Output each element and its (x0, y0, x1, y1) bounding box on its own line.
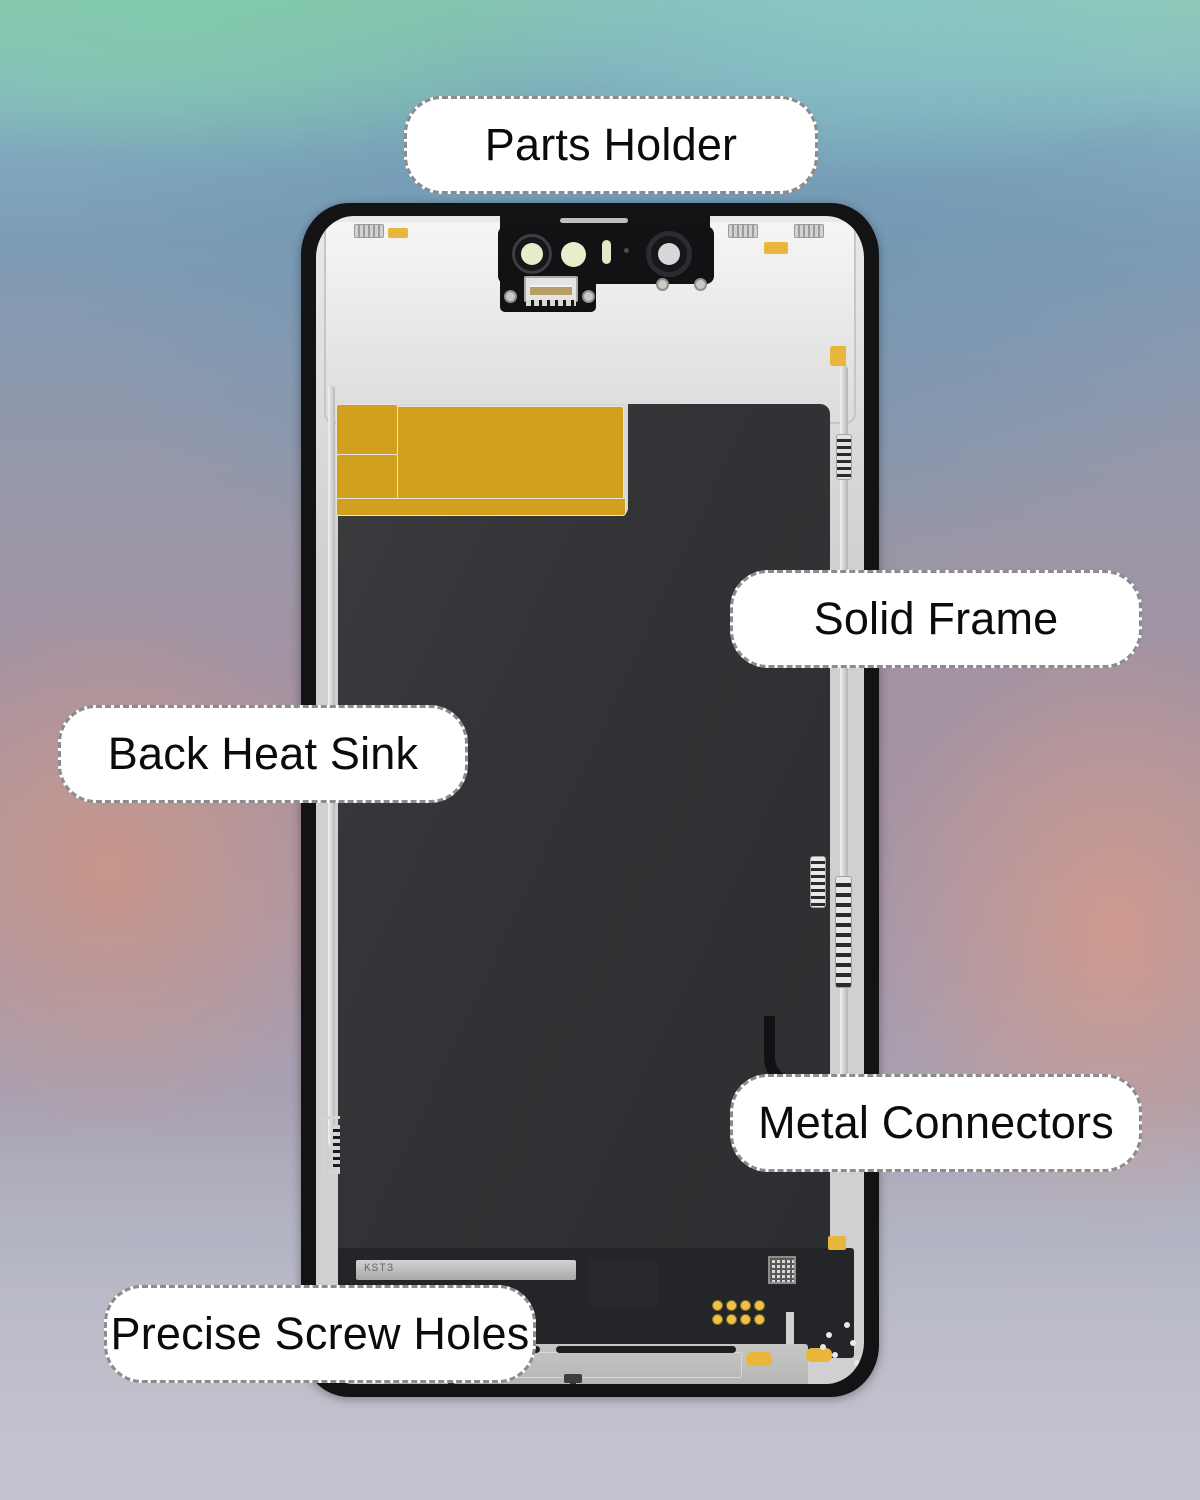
back-heat-sink-panel (338, 404, 830, 1334)
screw-hole-sensor-4 (694, 278, 707, 291)
sensor-flex-connector (524, 276, 578, 302)
front-camera-lens-icon (658, 243, 680, 265)
bottom-silver-bar: KST3 (356, 1260, 576, 1280)
kapton-dot-top-right (764, 242, 788, 254)
screw-hole-sensor-3 (656, 278, 669, 291)
kapton-tape-small-upper (336, 404, 398, 456)
kapton-tape-large (394, 406, 624, 504)
flood-illuminator-icon (561, 242, 586, 267)
annotation-label-precise-screw-holes-text: Precise Screw Holes (110, 1308, 530, 1359)
right-rail-perforation-lower (835, 876, 852, 988)
annotation-label-solid-frame[interactable]: Solid Frame (730, 570, 1142, 668)
kapton-dot-shelf-left (746, 1352, 772, 1366)
display-flex-connector-small (810, 856, 826, 908)
screw-hole-sensor-2 (582, 290, 595, 303)
right-metal-rail (840, 366, 848, 1166)
kapton-dot-right-edge (830, 346, 846, 366)
top-metal-tab-right (794, 224, 824, 238)
left-metal-clip-bracket (322, 1116, 340, 1174)
screw-hole-sensor-1 (504, 290, 517, 303)
right-rail-perforation-upper (836, 434, 852, 480)
earpiece-speaker-slot-icon (560, 218, 628, 223)
annotation-label-metal-connectors-text: Metal Connectors (758, 1097, 1114, 1148)
precise-screw-hole-right (564, 1374, 582, 1384)
bottom-shelf-slot-right (556, 1346, 736, 1353)
gold-contact-pads-right (712, 1300, 765, 1325)
kapton-dot-shelf-right (806, 1348, 832, 1362)
annotation-label-precise-screw-holes[interactable]: Precise Screw Holes (104, 1285, 536, 1383)
bottom-chip-block (588, 1258, 658, 1308)
heat-sink-sheen (338, 404, 830, 1334)
ir-emitter-slot-icon (602, 240, 611, 264)
top-metal-tab-left (354, 224, 384, 238)
annotation-label-parts-holder[interactable]: Parts Holder (404, 96, 818, 194)
kapton-dot-bottom-right (828, 1236, 846, 1250)
annotation-label-parts-holder-text: Parts Holder (484, 119, 738, 170)
kapton-tape-strip (336, 498, 626, 516)
annotation-label-back-heat-sink-text: Back Heat Sink (107, 728, 419, 779)
kapton-dot-top-left (388, 228, 408, 238)
speaker-grille-dots-icon (820, 1320, 864, 1376)
annotation-label-solid-frame-text: Solid Frame (813, 593, 1059, 644)
parts-holder-sensor-module (498, 226, 714, 314)
top-metal-tab-mid (728, 224, 758, 238)
proximity-sensor-lens-icon (521, 243, 543, 265)
bottom-bar-marking-text: KST3 (364, 1263, 395, 1275)
annotation-label-metal-connectors[interactable]: Metal Connectors (730, 1074, 1142, 1172)
sensor-flex-connector-teeth (526, 300, 576, 306)
qr-marking-icon (768, 1256, 796, 1284)
micro-sensor-dot-icon (624, 248, 629, 253)
annotation-label-back-heat-sink[interactable]: Back Heat Sink (58, 705, 468, 803)
